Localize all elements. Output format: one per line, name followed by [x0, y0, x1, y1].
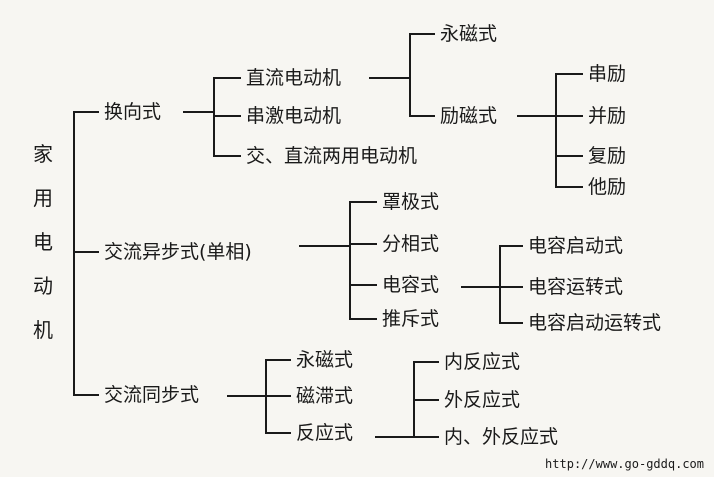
dc-motor-label: 直流电动机	[246, 67, 342, 89]
inner-outer-reluctance-label: 内、外反应式	[444, 426, 559, 448]
dc-wound-field-label: 励磁式	[440, 105, 498, 127]
series-excitation-label: 串励	[588, 63, 627, 85]
hysteresis-motor-label: 磁滞式	[296, 385, 354, 407]
outer-reluctance-label: 外反应式	[444, 389, 521, 411]
root-label: 家用电动机	[33, 142, 53, 342]
split-phase-label: 分相式	[382, 233, 440, 255]
shunt-excitation-label: 并励	[588, 105, 627, 127]
capacitor-motor-label: 电容式	[382, 274, 440, 296]
capacitor-run-label: 电容运转式	[528, 276, 624, 298]
series-motor-label: 串激电动机	[246, 105, 342, 127]
commutator-motor-label: 换向式	[104, 101, 162, 123]
universal-motor-label: 交、直流两用电动机	[246, 145, 418, 167]
separate-excitation-label: 他励	[588, 176, 627, 198]
compound-excitation-label: 复励	[588, 145, 627, 167]
sync-permanent-magnet-label: 永磁式	[296, 349, 354, 371]
sync-motor-label: 交流同步式	[104, 384, 200, 406]
watermark-url: http://www.go-gddq.com	[545, 457, 704, 471]
capacitor-start-run-label: 电容启动运转式	[528, 312, 662, 334]
repulsion-motor-label: 推斥式	[382, 308, 440, 330]
capacitor-start-label: 电容启动式	[528, 235, 624, 257]
dc-permanent-magnet-label: 永磁式	[440, 23, 498, 45]
async-motor-label: 交流异步式(单相)	[104, 241, 252, 263]
shaded-pole-label: 罩极式	[382, 191, 440, 213]
reluctance-motor-label: 反应式	[296, 422, 354, 444]
inner-reluctance-label: 内反应式	[444, 351, 521, 373]
